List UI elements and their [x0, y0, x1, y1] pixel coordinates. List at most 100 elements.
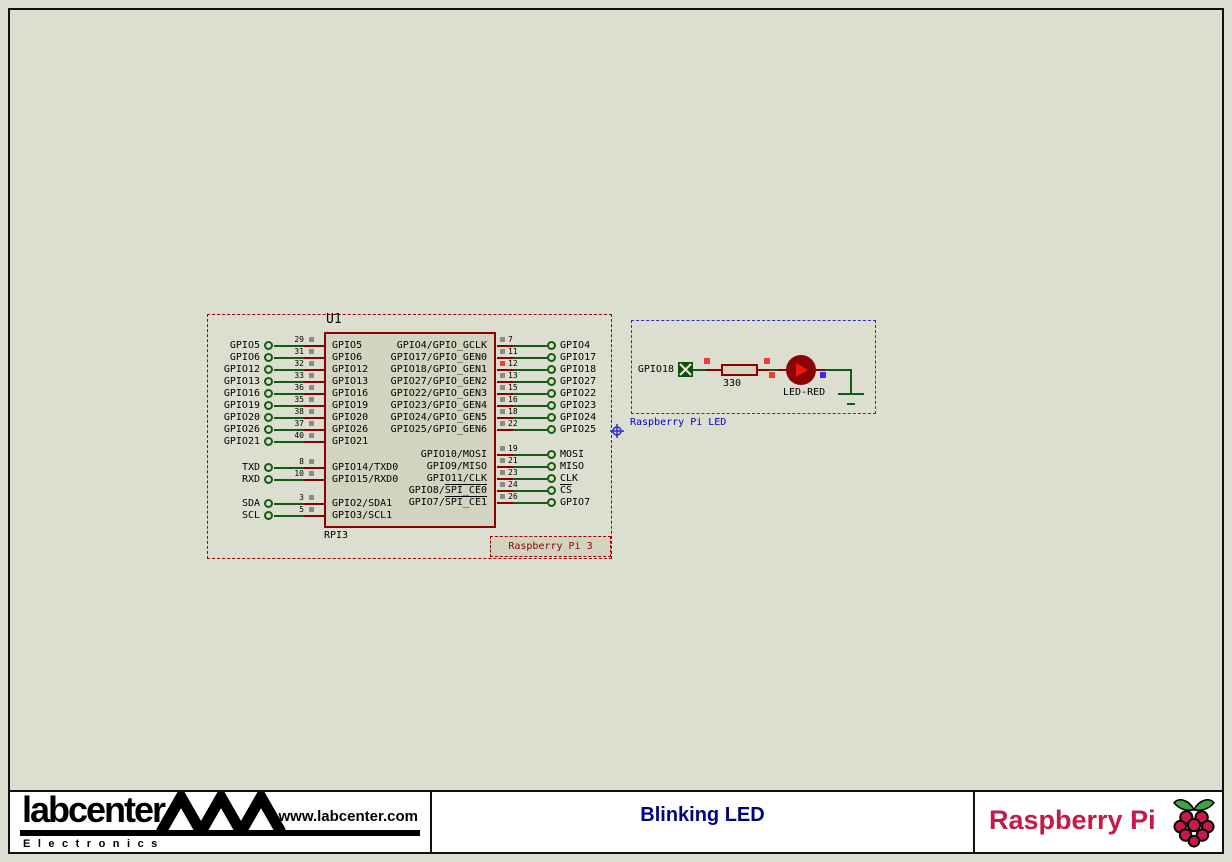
resistor-r1[interactable] [721, 364, 758, 376]
wire-segment[interactable] [513, 417, 547, 419]
pin-stub[interactable] [497, 429, 513, 431]
wire-segment[interactable] [513, 490, 547, 492]
logic-state-indicator [500, 421, 505, 426]
pin-stub[interactable] [497, 393, 513, 395]
wire-segment[interactable] [274, 429, 304, 431]
terminal-icon[interactable] [264, 413, 273, 422]
wire-segment[interactable] [274, 467, 304, 469]
pin-stub[interactable] [304, 503, 324, 505]
wire-segment[interactable] [513, 478, 547, 480]
pin-stub[interactable] [497, 454, 513, 456]
terminal-icon[interactable] [547, 413, 556, 422]
logic-state-indicator [500, 470, 505, 475]
pin-stub[interactable] [304, 417, 324, 419]
wire-segment[interactable] [274, 417, 304, 419]
pin-stub[interactable] [497, 490, 513, 492]
wire-segment[interactable] [274, 345, 304, 347]
wire-segment[interactable] [513, 393, 547, 395]
terminal-icon[interactable] [264, 353, 273, 362]
pin-stub[interactable] [497, 357, 513, 359]
terminal-icon[interactable] [547, 486, 556, 495]
wire-segment[interactable] [513, 429, 547, 431]
wire-segment[interactable] [513, 345, 547, 347]
rpi3-chip-body[interactable] [324, 332, 496, 528]
logic-state-indicator [764, 358, 770, 364]
terminal-icon[interactable] [547, 341, 556, 350]
pin-stub[interactable] [497, 405, 513, 407]
terminal-icon[interactable] [547, 389, 556, 398]
wire-segment[interactable] [758, 369, 769, 371]
pin-stub[interactable] [304, 369, 324, 371]
pin-stub[interactable] [497, 417, 513, 419]
wire-segment[interactable] [513, 357, 547, 359]
terminal-icon[interactable] [547, 462, 556, 471]
terminal-icon[interactable] [547, 401, 556, 410]
pin-stub[interactable] [304, 429, 324, 431]
pin-stub[interactable] [304, 441, 324, 443]
wire-segment[interactable] [513, 502, 547, 504]
terminal-icon[interactable] [264, 425, 273, 434]
wire-segment[interactable] [513, 454, 547, 456]
terminal-icon[interactable] [264, 389, 273, 398]
wire-segment[interactable] [769, 369, 778, 371]
ground-symbol[interactable] [838, 393, 864, 395]
wire-segment[interactable] [274, 357, 304, 359]
wire-segment[interactable] [513, 369, 547, 371]
pin-number: 13 [508, 371, 518, 380]
terminal-icon[interactable] [264, 401, 273, 410]
terminal-icon[interactable] [264, 511, 273, 520]
pin-stub[interactable] [304, 479, 324, 481]
terminal-icon[interactable] [547, 365, 556, 374]
wire-segment[interactable] [778, 369, 787, 371]
terminal-icon[interactable] [264, 475, 273, 484]
gpio18-terminal-icon[interactable] [678, 362, 693, 377]
terminal-icon[interactable] [264, 463, 273, 472]
terminal-icon[interactable] [264, 437, 273, 446]
wire-segment[interactable] [816, 369, 825, 371]
terminal-icon[interactable] [264, 341, 273, 350]
pin-stub[interactable] [497, 369, 513, 371]
terminal-icon[interactable] [264, 365, 273, 374]
pin-stub[interactable] [497, 345, 513, 347]
pin-stub[interactable] [304, 381, 324, 383]
terminal-icon[interactable] [547, 498, 556, 507]
wire-segment[interactable] [825, 369, 852, 371]
terminal-icon[interactable] [547, 450, 556, 459]
pin-stub[interactable] [304, 357, 324, 359]
terminal-icon[interactable] [547, 425, 556, 434]
wire-segment[interactable] [513, 466, 547, 468]
terminal-icon[interactable] [547, 474, 556, 483]
terminal-icon[interactable] [547, 353, 556, 362]
wire-segment[interactable] [513, 405, 547, 407]
terminal-icon[interactable] [547, 377, 556, 386]
pin-stub[interactable] [497, 381, 513, 383]
pin-stub[interactable] [497, 502, 513, 504]
logo-underline-bar [20, 830, 420, 836]
pin-stub[interactable] [304, 345, 324, 347]
terminal-icon[interactable] [264, 377, 273, 386]
wire-segment[interactable] [274, 369, 304, 371]
pin-stub[interactable] [304, 393, 324, 395]
wire-segment[interactable] [274, 515, 304, 517]
project-name: Raspberry Pi [989, 805, 1156, 835]
pin-stub[interactable] [304, 515, 324, 517]
pin-stub[interactable] [304, 467, 324, 469]
wire-segment[interactable] [850, 369, 852, 394]
terminal-icon[interactable] [264, 499, 273, 508]
wire-segment[interactable] [274, 393, 304, 395]
wire-segment[interactable] [274, 381, 304, 383]
wire-segment[interactable] [274, 479, 304, 481]
wire-segment[interactable] [706, 369, 722, 371]
wire-segment[interactable] [692, 369, 706, 371]
terminal-label: CLK [560, 473, 579, 484]
pin-stub[interactable] [497, 466, 513, 468]
wire-segment[interactable] [274, 441, 304, 443]
wire-segment[interactable] [513, 381, 547, 383]
pin-name: GPIO8/SPI_CE0 [408, 485, 487, 496]
pin-stub[interactable] [304, 405, 324, 407]
pin-stub[interactable] [497, 478, 513, 480]
wire-segment[interactable] [274, 405, 304, 407]
component-tag-box[interactable]: Raspberry Pi 3 [490, 536, 611, 557]
wire-segment[interactable] [274, 503, 304, 505]
